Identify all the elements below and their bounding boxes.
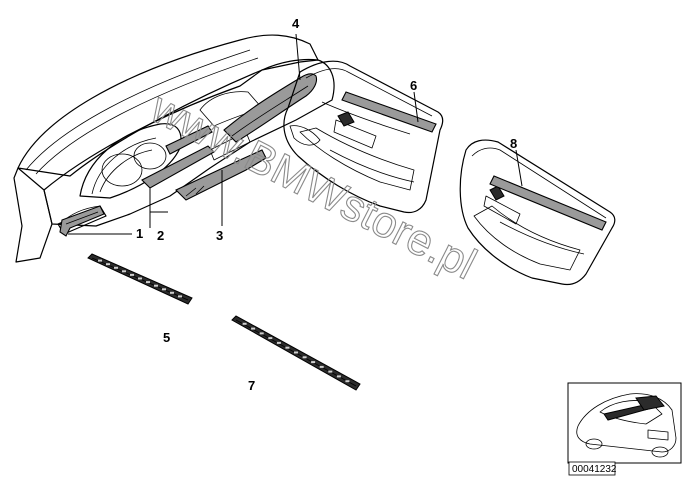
sill-strip-rivet — [114, 266, 118, 269]
sill-strip-rivet — [294, 351, 298, 354]
sill-strip-part-5 — [87, 253, 193, 305]
sill-strip-rivet — [285, 346, 290, 349]
callout-7: 7 — [248, 378, 255, 393]
sill-strip-rivet — [170, 291, 174, 294]
callout-3: 3 — [216, 228, 223, 243]
sill-strip-rivet — [162, 288, 166, 291]
rear-door-panel — [459, 139, 616, 286]
leader-lines — [68, 33, 523, 235]
sill-strip-rivet — [319, 365, 324, 368]
reference-code-box — [568, 461, 616, 476]
trim-part-6 — [341, 91, 437, 133]
callout-5: 5 — [163, 330, 170, 345]
sill-strip-rivet — [122, 270, 126, 273]
sill-strip-rivet — [242, 322, 247, 325]
sill-strip-rivet — [130, 273, 134, 276]
trim-part-8 — [489, 175, 607, 231]
reference-code: 00041232 — [572, 464, 617, 475]
sill-strip-rivet — [268, 337, 273, 340]
sill-strip-rivet — [311, 361, 316, 364]
callout-8: 8 — [510, 136, 517, 151]
sill-strip-rivet — [138, 277, 142, 280]
sill-strip-rivet — [302, 356, 307, 359]
sill-strip-rivet — [276, 341, 281, 344]
callout-1: 1 — [136, 226, 143, 241]
sill-strip-rivet — [251, 327, 256, 330]
sill-strip-rivet — [336, 375, 341, 378]
callout-6: 6 — [410, 78, 417, 93]
sill-strip-rivet — [178, 295, 182, 298]
car-thumbnail-icon — [567, 382, 682, 464]
callout-2: 2 — [157, 228, 164, 243]
front-door-panel — [283, 60, 444, 214]
sill-strip-rivet — [345, 380, 350, 383]
sill-strip-rivet — [328, 370, 333, 373]
sill-strip-rivet — [146, 281, 150, 284]
trim-part-3 — [175, 149, 267, 201]
trim-part-2 — [141, 145, 215, 189]
sill-strip-rivet — [154, 284, 158, 287]
callout-4: 4 — [292, 16, 300, 31]
sill-strip-rivet — [106, 263, 110, 266]
sill-strip-part-7 — [231, 315, 361, 391]
sill-strip-rivet — [98, 259, 102, 262]
sill-strip-rivet — [259, 332, 264, 335]
